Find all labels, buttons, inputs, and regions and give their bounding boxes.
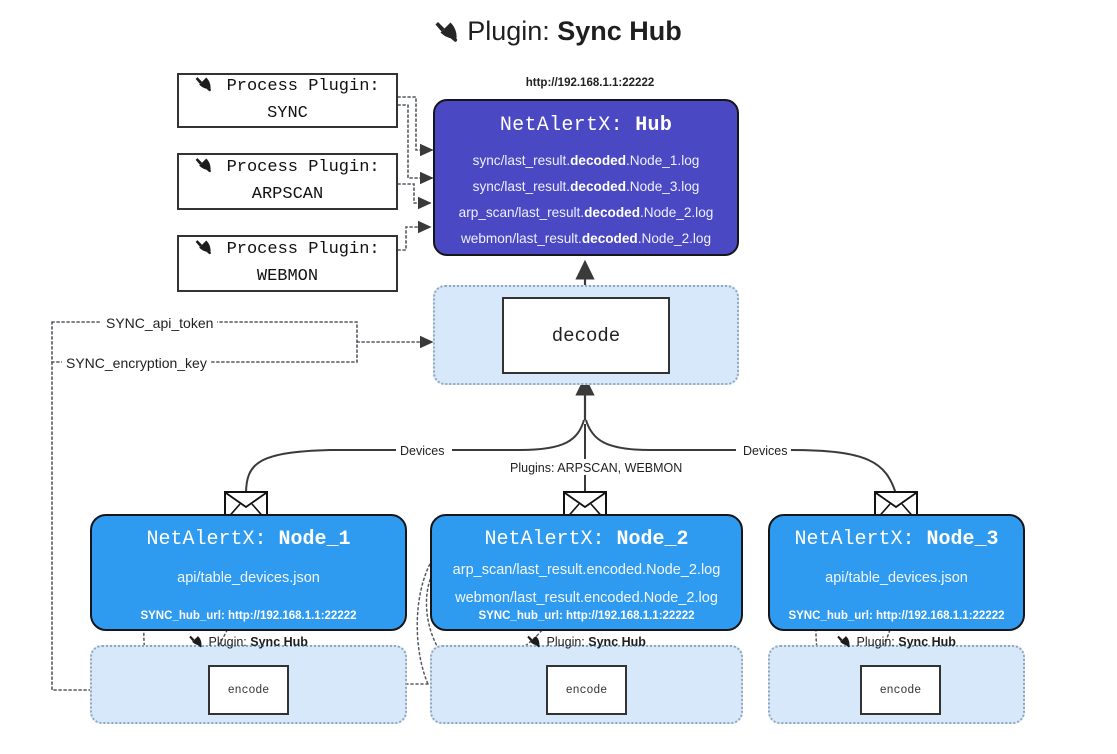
plug-icon bbox=[195, 76, 224, 98]
plug-icon bbox=[195, 157, 224, 179]
node-file-item: api/table_devices.json bbox=[177, 570, 320, 586]
plug-icon bbox=[527, 635, 545, 651]
node-title-name: Node_2 bbox=[616, 528, 689, 551]
hub-title-prefix: NetAlertX: bbox=[499, 114, 623, 137]
process-plugin-arpscan[interactable]: Process Plugin: ARPSCAN bbox=[177, 153, 398, 210]
node-hub-url: SYNC_hub_url: http://192.168.1.1:22222 bbox=[788, 610, 1005, 622]
process-plugin-name: ARPSCAN bbox=[251, 184, 324, 204]
process-plugin-sync[interactable]: Process Plugin: SYNC bbox=[177, 73, 398, 128]
hub-file-item: sync/last_result.decoded.Node_3.log bbox=[472, 179, 700, 195]
node-file-item: arp_scan/last_result.encoded.Node_2.log bbox=[452, 562, 721, 578]
hub-file-item: arp_scan/last_result.decoded.Node_2.log bbox=[458, 205, 714, 221]
plugin-container-3: Plugin: Sync Hub encode bbox=[768, 635, 1025, 724]
process-plugin-name: WEBMON bbox=[256, 266, 319, 286]
node-title-name: Node_3 bbox=[926, 528, 999, 551]
encode-box[interactable]: encode bbox=[860, 665, 941, 715]
node-file-item: webmon/last_result.encoded.Node_2.log bbox=[455, 589, 718, 606]
node-title-prefix: NetAlertX: bbox=[146, 528, 267, 551]
sync-api-token-label: SYNC_api_token bbox=[102, 315, 218, 331]
edge-label-devices-left: Devices bbox=[396, 444, 449, 458]
hub-title-name: Hub bbox=[635, 114, 673, 137]
process-plugin-webmon[interactable]: Process Plugin: WEBMON bbox=[177, 235, 398, 292]
plug-icon bbox=[189, 635, 207, 651]
page-title: Plugin: Sync Hub bbox=[0, 16, 1117, 50]
plugin-container-label: Plugin: Sync Hub bbox=[770, 634, 1023, 651]
node-title: NetAlertX: Node_2 bbox=[432, 528, 741, 551]
plugin-container-label: Plugin: Sync Hub bbox=[432, 634, 741, 651]
node-hub-url: SYNC_hub_url: http://192.168.1.1:22222 bbox=[140, 610, 357, 622]
title-prefix: Plugin: bbox=[467, 16, 550, 46]
node-title-prefix: NetAlertX: bbox=[484, 528, 605, 551]
hub-title: NetAlertX: Hub bbox=[435, 114, 737, 137]
node-2[interactable]: NetAlertX: Node_2 arp_scan/last_result.e… bbox=[430, 514, 743, 631]
edge-label-plugins-center: Plugins: ARPSCAN, WEBMON bbox=[506, 461, 687, 475]
process-plugin-label: Process Plugin: bbox=[226, 157, 380, 177]
node-3[interactable]: NetAlertX: Node_3 api/table_devices.json… bbox=[768, 514, 1025, 631]
hub-file-item: sync/last_result.decoded.Node_1.log bbox=[472, 153, 700, 168]
node-1[interactable]: NetAlertX: Node_1 api/table_devices.json… bbox=[90, 514, 407, 631]
edge-label-devices-right: Devices bbox=[739, 444, 792, 458]
encode-box[interactable]: encode bbox=[546, 665, 627, 715]
node-file-item: api/table_devices.json bbox=[825, 570, 968, 586]
sync-encryption-key-label: SYNC_encryption_key bbox=[62, 355, 211, 371]
plug-icon bbox=[837, 635, 855, 651]
node-hub-url: SYNC_hub_url: http://192.168.1.1:22222 bbox=[478, 610, 695, 622]
plug-icon bbox=[195, 239, 224, 261]
plugin-container-1: Plugin: Sync Hub encode bbox=[90, 635, 407, 724]
hub-node[interactable]: NetAlertX: Hub sync/last_result.decoded.… bbox=[433, 99, 739, 256]
plugin-container-2: Plugin: Sync Hub encode bbox=[430, 635, 743, 724]
hub-file-list: sync/last_result.decoded.Node_1.log sync… bbox=[435, 148, 737, 252]
decode-box[interactable]: decode bbox=[502, 297, 670, 374]
node-title: NetAlertX: Node_3 bbox=[770, 528, 1023, 551]
node-title-prefix: NetAlertX: bbox=[794, 528, 915, 551]
hub-url-label: http://192.168.1.1:22222 bbox=[525, 77, 655, 89]
process-plugin-name: SYNC bbox=[267, 103, 308, 123]
node-file-list: arp_scan/last_result.encoded.Node_2.log … bbox=[432, 557, 741, 613]
process-plugin-label: Process Plugin: bbox=[226, 239, 380, 259]
hub-file-item: webmon/last_result.decoded.Node_2.log bbox=[460, 231, 712, 247]
plugin-container-label: Plugin: Sync Hub bbox=[92, 634, 405, 651]
encode-box[interactable]: encode bbox=[208, 665, 289, 715]
node-title: NetAlertX: Node_1 bbox=[92, 528, 405, 551]
process-plugin-label: Process Plugin: bbox=[226, 76, 380, 96]
title-name: Sync Hub bbox=[557, 16, 682, 46]
node-file-list: api/table_devices.json bbox=[770, 565, 1023, 593]
plug-icon bbox=[435, 19, 461, 50]
node-title-name: Node_1 bbox=[278, 528, 351, 551]
node-file-list: api/table_devices.json bbox=[92, 565, 405, 593]
